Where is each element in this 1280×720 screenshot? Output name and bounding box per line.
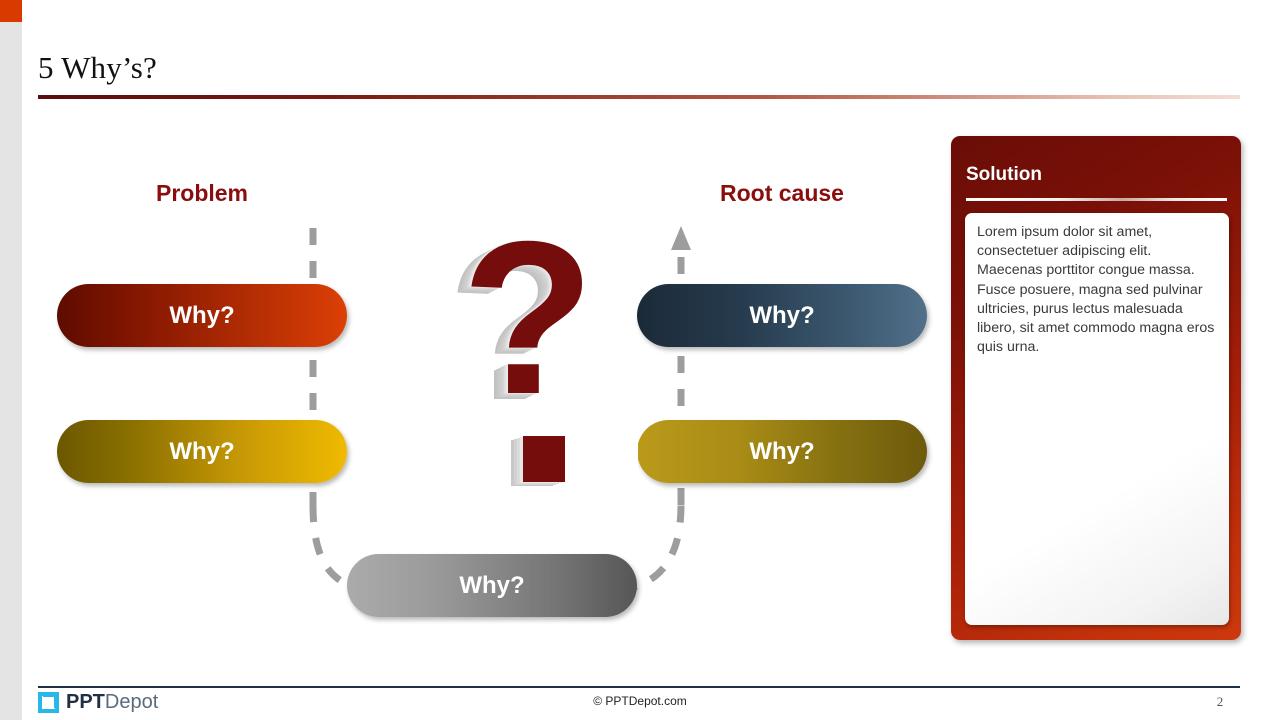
page-title: 5 Why’s? <box>38 50 157 85</box>
step-label: Why? <box>459 571 525 599</box>
step-pill-why-4[interactable]: Why? <box>637 420 927 483</box>
solution-body-text[interactable]: Lorem ipsum dolor sit amet, consectetuer… <box>965 213 1229 625</box>
step-label: Why? <box>169 301 235 329</box>
step-pill-why-1[interactable]: Why? <box>57 284 347 347</box>
solution-divider <box>966 198 1227 201</box>
title-divider <box>38 95 1240 99</box>
step-label: Why? <box>169 437 235 465</box>
column-header-root-cause: Root cause <box>720 180 844 206</box>
question-mark-graphic: ? <box>418 210 638 496</box>
copyright-text: © PPTDepot.com <box>593 694 687 708</box>
solution-panel: Solution Lorem ipsum dolor sit amet, con… <box>951 136 1241 640</box>
footer-divider <box>38 686 1240 688</box>
step-label: Why? <box>749 437 815 465</box>
logo-text-light: Depot <box>104 691 159 713</box>
page-number: 2 <box>1216 694 1224 709</box>
step-label: Why? <box>749 301 815 329</box>
question-mark-icon: ? <box>461 197 595 440</box>
accent-square <box>0 0 22 22</box>
column-header-problem: Problem <box>155 180 249 206</box>
step-pill-why-2[interactable]: Why? <box>57 420 347 483</box>
logo-text-bold: PPT <box>66 691 105 713</box>
logo-text: PPTDepot <box>66 691 158 714</box>
solution-title: Solution <box>966 164 1042 185</box>
left-rail <box>0 0 22 720</box>
logo-mark-icon <box>38 692 59 713</box>
pptdepot-logo: PPTDepot <box>38 691 158 714</box>
step-pill-why-5[interactable]: Why? <box>347 554 637 617</box>
step-pill-why-3[interactable]: Why? <box>637 284 927 347</box>
question-mark-dot <box>523 436 565 482</box>
